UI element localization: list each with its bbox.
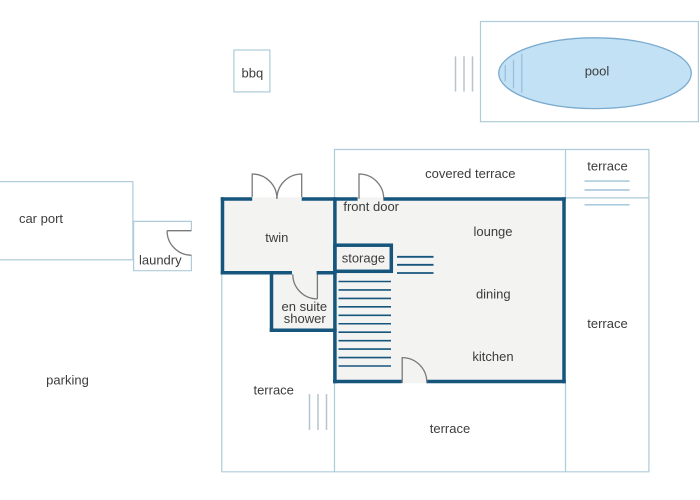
svg-text:laundry: laundry [139,252,182,267]
svg-text:kitchen: kitchen [472,349,513,364]
svg-text:en suite: en suite [282,299,328,314]
svg-text:parking: parking [46,373,89,388]
svg-text:terrace: terrace [587,159,627,174]
svg-text:terrace: terrace [430,421,470,436]
svg-text:car port: car port [19,211,63,226]
svg-text:twin: twin [265,230,288,245]
svg-text:lounge: lounge [473,224,512,239]
svg-text:covered terrace: covered terrace [425,166,515,181]
svg-text:dining: dining [476,286,511,301]
svg-text:terrace: terrace [253,383,293,398]
svg-text:shower: shower [284,311,327,326]
svg-text:storage: storage [342,251,385,266]
svg-text:front door: front door [343,199,399,214]
svg-text:pool: pool [585,64,610,79]
svg-text:terrace: terrace [587,316,627,331]
svg-text:bbq: bbq [242,66,264,81]
